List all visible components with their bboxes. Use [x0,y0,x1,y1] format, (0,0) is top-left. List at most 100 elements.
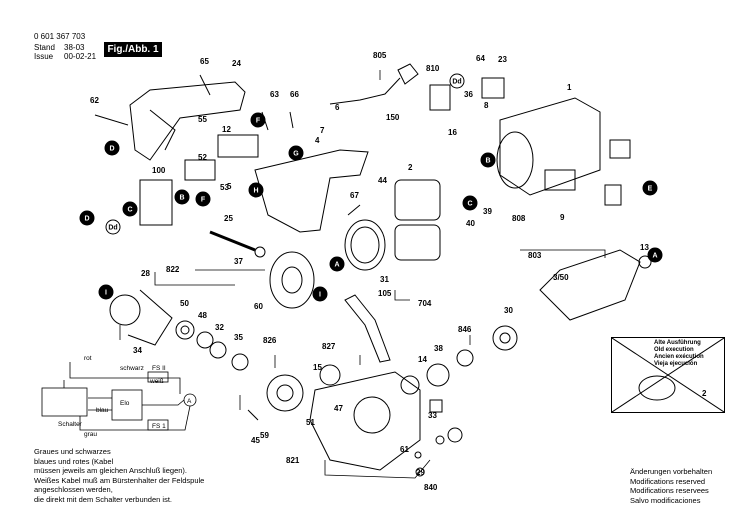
part-number-16: 16 [448,128,457,137]
badge-dd-icon: Dd [105,219,121,235]
field-coil-shape [394,179,441,221]
part-number-36: 36 [464,90,473,99]
part-number-38: 38 [434,344,443,353]
part-number-826: 826 [263,336,277,345]
svg-text:A: A [652,253,657,260]
wire-label-schwarz: schwarz [120,365,144,372]
footer-line: Modifications reserved [630,476,706,486]
meter-symbol: A [187,398,192,405]
badge-i-icon: I [98,284,114,300]
svg-text:A: A [334,262,339,269]
part-number-40: 40 [466,219,475,228]
part-number-50: 50 [180,299,189,308]
part-number-62: 62 [90,96,99,105]
part-number-34: 34 [133,346,142,355]
part-number-808: 808 [512,214,526,223]
part-number-55: 55 [198,115,207,124]
wiring-diagram [41,362,197,431]
badge-f-icon: F [250,112,266,128]
footer-line: Salvo modificaciones [630,495,701,505]
part-number-30: 30 [504,306,513,315]
part-number-44: 44 [378,176,387,185]
wire-label-grau: grau [84,431,97,438]
part-number-60: 60 [254,302,263,311]
bearing-plate-shape [269,251,315,309]
part-number-48: 48 [198,311,207,320]
part-number-3-50: 3/50 [553,273,569,282]
plug-shape [397,63,419,85]
badge-e-icon: E [642,180,658,196]
part-number-23: 23 [498,55,507,64]
stamp-line: Ancien exécution [654,354,704,360]
figure-label: Fig./Abb. 1 [104,42,162,57]
part-number-4: 4 [315,136,320,145]
part-number-53: 53 [220,183,229,192]
note-line: blaues und rotes (Kabel [34,456,114,466]
part-number-822: 822 [166,265,180,274]
stamp-line: Old execution [654,347,694,353]
svg-text:D: D [84,216,89,223]
part-number-105: 105 [378,289,392,298]
part-number-821: 821 [286,456,300,465]
part-number-59: 59 [260,431,269,440]
badge-a-icon: A [329,256,345,272]
motor-housing-shape [499,97,601,196]
svg-text:Dd: Dd [108,225,117,232]
badge-c-icon: C [462,195,478,211]
svg-text:Dd: Dd [452,79,461,86]
part-number-37: 37 [234,257,243,266]
badge-f-icon: F [195,191,211,207]
part-number-100: 100 [152,166,166,175]
badge-a-icon: A [647,247,663,263]
footer-line: Änderungen vorbehalten [630,467,713,476]
part-number-14: 14 [418,355,427,364]
part-number-52: 52 [198,153,207,162]
badge-d-icon: D [79,210,95,226]
brush-holder-shape [139,179,173,226]
part-number-47: 47 [334,404,343,413]
part-number-45: 45 [251,436,260,445]
wire-label-rot: rot [84,355,92,362]
terminal-block-shape [184,159,216,181]
part-number-150: 150 [386,113,400,122]
stand-value: 38-03 [64,43,85,52]
side-handle-shape [254,149,369,233]
wiring-note: Graues und schwarzes blaues und rotes (K… [34,447,204,504]
part-number-24: 24 [232,59,241,68]
part-number-8: 8 [484,101,489,110]
part-number-6: 6 [335,103,340,112]
part-number-67: 67 [350,191,359,200]
part-number-12: 12 [222,125,231,134]
part-number-61: 61 [400,445,409,454]
svg-text:F: F [256,118,261,125]
note-line: müssen jeweils am gleichen Anschluß lieg… [34,466,187,475]
gear-shape [266,374,304,412]
part-number-5: 5 [227,182,232,191]
part-number-15: 15 [313,363,322,372]
switch-shape [217,134,259,158]
wire-label-fs2: FS II [152,365,166,372]
stamp-line: Vieja ejecución [654,361,698,367]
part-number-66: 66 [290,90,299,99]
part-number-840: 840 [424,483,438,492]
part-number-846: 846 [458,325,472,334]
gear-housing-shape [309,371,421,471]
part-number-2: 2 [408,163,413,172]
part-number-65: 65 [200,57,209,66]
part-number-13: 13 [640,243,649,252]
part-number-33: 33 [428,411,437,420]
old-execution-drawing [612,338,724,412]
part-number-803: 803 [528,251,542,260]
part-number-51: 51 [306,418,315,427]
badge-dd-icon: Dd [449,73,465,89]
part-number-35: 35 [234,333,243,342]
badge-i-icon: I [312,286,328,302]
part-number-9: 9 [560,213,565,222]
armature-shape [539,249,641,321]
footer-notice: Änderungen vorbehalten Modifications res… [630,467,712,505]
part-number-28: 28 [141,269,150,278]
wire-label-blau: blau [96,407,109,414]
svg-text:B: B [485,158,490,165]
wire-label-schalter: Schalter [58,421,83,428]
